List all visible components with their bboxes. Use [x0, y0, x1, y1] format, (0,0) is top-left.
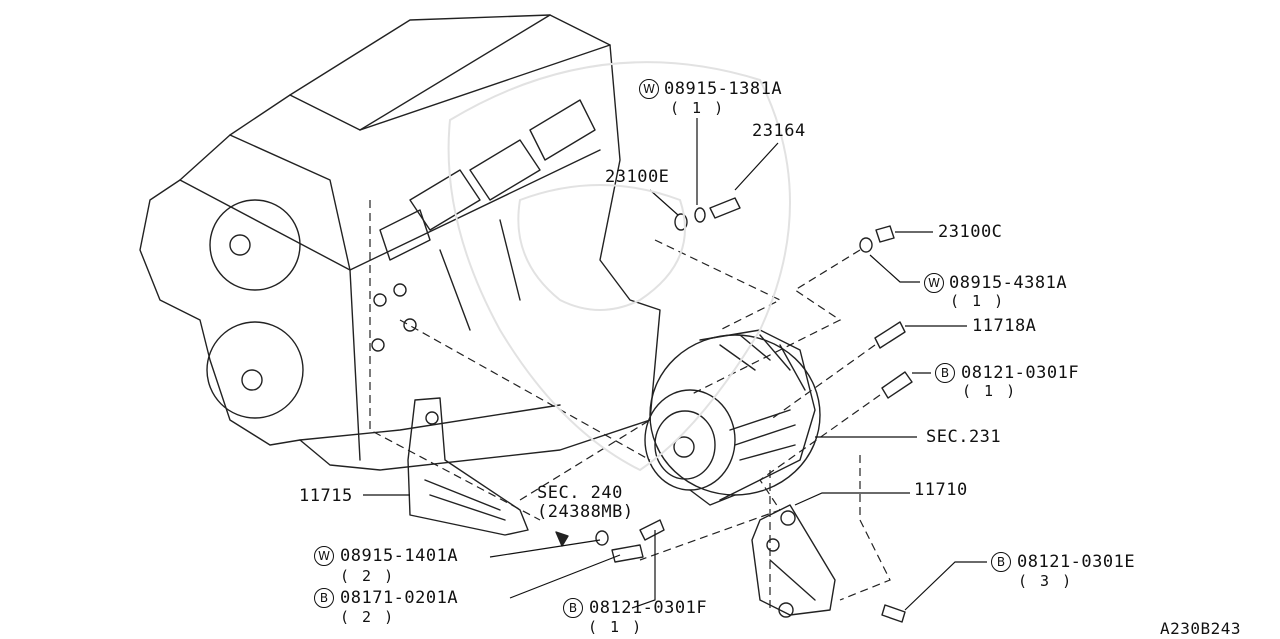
bolt-code-badge: B — [991, 552, 1011, 572]
quantity-label: ( 1 ) — [670, 99, 726, 117]
part-number-label: 23100C — [938, 222, 1003, 242]
bolts-and-washers — [555, 197, 913, 623]
part-number-label: 23100E — [605, 167, 670, 187]
quantity-label: ( 1 ) — [962, 382, 1018, 400]
part-number-label: 08121-0301F — [961, 363, 1080, 383]
leader-lines — [363, 118, 987, 611]
bolt-code-badge: B — [314, 588, 334, 608]
part-number-label: 08915-1381A — [664, 79, 783, 99]
figure-id: A230B243 — [1160, 619, 1242, 638]
part-number-label: 08171-0201A — [340, 588, 459, 608]
alternator — [644, 329, 821, 506]
bolt-code-badge: B — [935, 363, 955, 383]
bolt-code-badge: B — [563, 598, 583, 618]
quantity-label: ( 3 ) — [1018, 572, 1074, 590]
watermark — [447, 61, 791, 472]
part-number-label: 08915-4381A — [949, 273, 1068, 293]
washer-code-badge: W — [314, 546, 334, 566]
part-number-label: 23164 — [752, 121, 806, 141]
quantity-label: ( 2 ) — [340, 608, 396, 626]
part-number-label: 11718A — [972, 316, 1037, 336]
assembly-guide-lines — [369, 200, 891, 610]
washer-code-badge: W — [924, 273, 944, 293]
part-number-label: 08121-0301E — [1017, 552, 1136, 572]
section-reference-label: SEC.231 — [926, 427, 1002, 447]
part-number-label: 08121-0301F — [589, 598, 708, 618]
part-number-label: 08915-1401A — [340, 546, 459, 566]
engine-block — [139, 14, 661, 471]
quantity-label: ( 1 ) — [588, 618, 644, 636]
part-number-label: 11715 — [299, 486, 353, 506]
section-reference-label: (24388MB) — [537, 502, 634, 522]
section-reference-label: SEC. 240 — [537, 483, 623, 503]
part-number-label: 11710 — [914, 480, 968, 500]
bracket-11710 — [751, 504, 836, 618]
quantity-label: ( 1 ) — [950, 292, 1006, 310]
quantity-label: ( 2 ) — [340, 567, 396, 585]
washer-code-badge: W — [639, 79, 659, 99]
bracket-11715 — [407, 397, 529, 536]
